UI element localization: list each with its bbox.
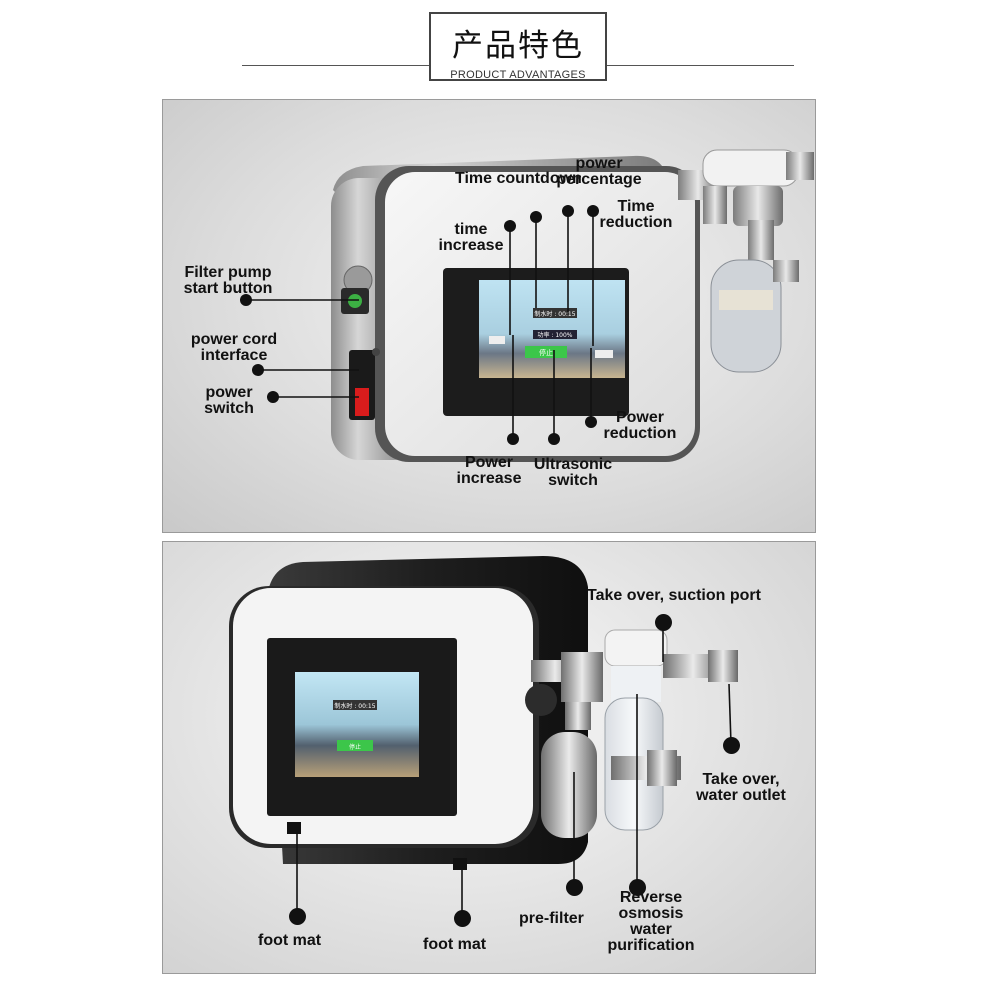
label-power-reduction: Power reduction [603,409,677,442]
label-power-increase: Power increase [456,454,522,487]
device-rear-illustration: 制水时 : 00:15 停止 [229,556,738,916]
label-foot-mat-left: foot mat [258,932,322,949]
callout-dot-suction-port [655,614,672,631]
callout-dot-reverse-osmosis [629,879,646,896]
label-power-cord-interface: power cord interface [190,331,278,364]
label-power-switch: power switch [204,384,254,417]
bottom-screen-button: 停止 [349,743,361,751]
header-rule-right [606,65,794,66]
callout-dot-foot-mat-left [289,908,306,925]
water-system-figure: 制水时 : 00:15 停止 Take over, suction port T… [162,541,816,974]
label-foot-mat-right: foot mat [423,936,487,953]
top-screen-readout-2: 功率 : 100% [538,331,573,339]
label-ultrasonic-switch: Ultrasonic switch [533,456,613,489]
callout-dot-filter-pump [240,294,252,306]
header-title-cn: 产品特色 [452,28,584,64]
label-water-outlet: Take over, water outlet [696,771,786,804]
callout-dot-foot-mat-right [454,910,471,927]
top-screen-button: 停止 [539,348,553,357]
section-header: 产品特色 PRODUCT ADVANTAGES [429,12,607,81]
label-suction-port: Take over, suction port [587,587,761,604]
device-front-illustration: 制水时 : 00:15 功率 : 100% 停止 [246,149,814,462]
callout-dot-time-increase [504,220,516,232]
callout-dot-power-cord [252,364,264,376]
bottom-screen-readout: 制水时 : 00:15 [334,702,375,710]
callout-dot-water-outlet [723,737,740,754]
header-title-en: PRODUCT ADVANTAGES [450,69,586,81]
callout-dot-power-increase [507,433,519,445]
control-panel-figure: 制水时 : 00:15 功率 : 100% 停止 [162,99,816,533]
label-time-countdown: Time countdown [455,170,582,187]
callout-dot-ultrasonic-switch [548,433,560,445]
callout-dot-time-reduction [587,205,599,217]
label-pre-filter: pre-filter [519,910,584,927]
callout-dot-pre-filter [566,879,583,896]
callout-dot-time-countdown [530,211,542,223]
header-rule-left [242,65,430,66]
top-screen-readout-1: 制水时 : 00:15 [534,310,575,318]
label-filter-pump-start-button: Filter pump start button [183,264,273,297]
callout-dot-power-percentage [562,205,574,217]
callout-dot-power-reduction [585,416,597,428]
label-time-increase: time increase [438,221,504,254]
label-power-percentage: power percentage [556,155,642,188]
callout-dot-power-switch [267,391,279,403]
label-reverse-osmosis: Reverse osmosis water purification [607,889,695,954]
label-time-reduction: Time reduction [599,198,673,231]
